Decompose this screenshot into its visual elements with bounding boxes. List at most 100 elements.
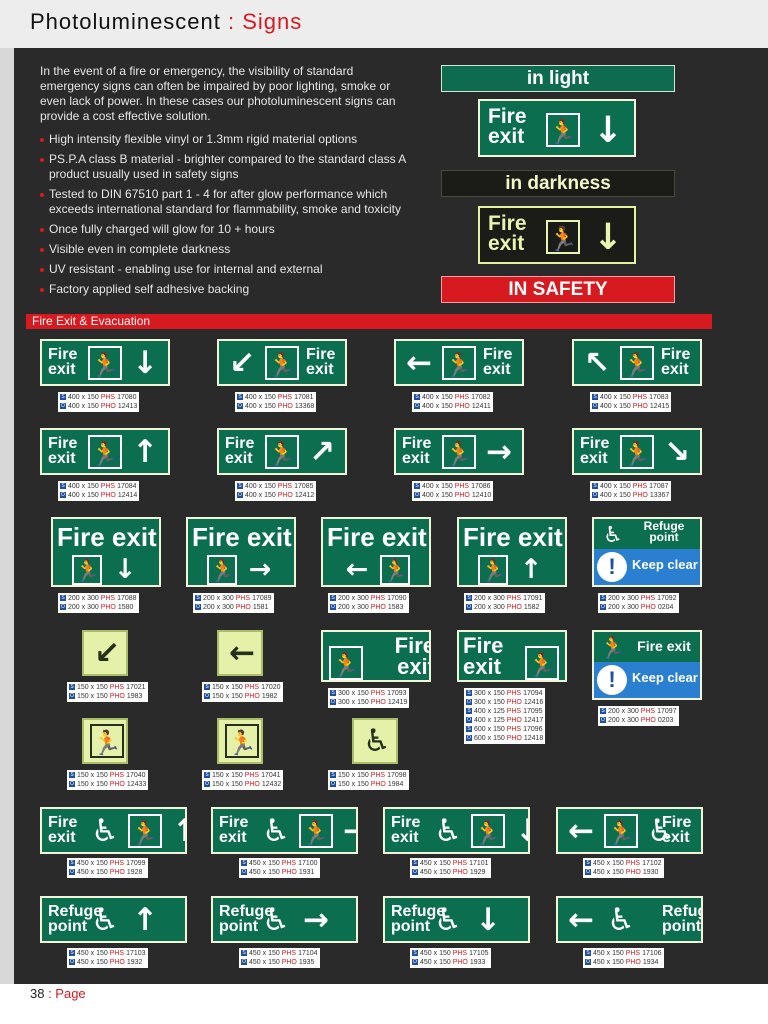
feature-item: UV resistant - enabling use for internal… bbox=[40, 262, 410, 277]
material-type: PHO bbox=[625, 869, 641, 876]
product-code: 17106 bbox=[642, 950, 662, 957]
product-code: 17021 bbox=[126, 684, 146, 691]
product-size: 450 x 150 bbox=[593, 959, 624, 966]
product-code: 12432 bbox=[261, 781, 282, 788]
product-size: 400 x 150 bbox=[600, 403, 631, 410]
material-type-icon: O bbox=[466, 717, 472, 724]
material-type-icon: S bbox=[592, 394, 598, 401]
running-man-icon: 🏃 bbox=[329, 646, 363, 680]
wheelchair-icon: ♿ bbox=[262, 902, 290, 938]
fire-exit-sign: Refuge point♿↓ bbox=[383, 896, 530, 943]
product-size: 150 x 150 bbox=[212, 772, 243, 779]
product-code: 12411 bbox=[471, 403, 491, 410]
arrow-up-left-icon: ↖ bbox=[584, 345, 610, 381]
page-title: Photoluminescent : Signs bbox=[30, 9, 302, 35]
feature-item: Tested to DIN 67510 part 1 - 4 for after… bbox=[40, 187, 410, 217]
product-size: 150 x 150 bbox=[77, 693, 108, 700]
wheelchair-icon: ♿ bbox=[434, 813, 462, 849]
product-code: 1932 bbox=[126, 959, 143, 966]
product-code: 17083 bbox=[649, 394, 669, 401]
material-type: PHO bbox=[506, 735, 522, 742]
fire-exit-sign: Refuge point♿→ bbox=[211, 896, 358, 943]
product-code: 1581 bbox=[252, 604, 269, 611]
running-man-icon: 🏃 bbox=[88, 346, 122, 380]
material-type-icon: S bbox=[414, 483, 420, 490]
fire-exit-sign: Fire exit🏃→ bbox=[394, 428, 524, 475]
material-type-icon: O bbox=[592, 492, 598, 499]
material-type: PHS bbox=[452, 950, 468, 957]
fire-exit-sign: Fire exit🏃↑ bbox=[457, 517, 567, 587]
fire-exit-sign: ←Fire exit🏃♿ bbox=[556, 807, 703, 854]
product-code: 17080 bbox=[117, 394, 137, 401]
material-type-icon: O bbox=[237, 403, 243, 410]
fire-exit-sign: Fire exit🏃↓ bbox=[51, 517, 161, 587]
fire-exit-sign: Fire exit←🏃 bbox=[321, 517, 431, 587]
material-type-icon: O bbox=[466, 699, 472, 706]
wheelchair-icon: ♿ bbox=[607, 902, 635, 938]
product-size: 450 x 150 bbox=[420, 959, 451, 966]
sign-bottom-panel: !Keep clear bbox=[594, 549, 700, 585]
product-code: 17102 bbox=[642, 860, 662, 867]
material-type: PHO bbox=[277, 492, 293, 499]
sign-text: Fire exit bbox=[306, 346, 336, 379]
product-code: 17087 bbox=[649, 483, 669, 490]
sign-text: Fire exit bbox=[192, 522, 292, 552]
product-code: 17098 bbox=[387, 772, 407, 779]
material-type: PHS bbox=[454, 394, 470, 401]
arrow-down-left-icon: ↙ bbox=[229, 345, 255, 381]
running-man-icon: 🏃 bbox=[478, 555, 508, 585]
material-type-icon: O bbox=[60, 492, 66, 499]
running-man-icon: 🏃 bbox=[128, 814, 162, 848]
material-type-icon: O bbox=[600, 717, 606, 724]
material-type-icon: S bbox=[585, 950, 591, 957]
product-size: 450 x 150 bbox=[420, 869, 451, 876]
product-code: 1928 bbox=[126, 869, 143, 876]
product-code: 12412 bbox=[294, 492, 315, 499]
product-code: 17089 bbox=[252, 595, 272, 602]
product-code: 17085 bbox=[294, 483, 314, 490]
product-code: 17082 bbox=[471, 394, 491, 401]
product-size: 600 x 150 bbox=[474, 726, 505, 733]
feature-item: Visible even in complete darkness bbox=[40, 242, 410, 257]
product-size: 150 x 150 bbox=[212, 781, 243, 788]
product-size: 400 x 150 bbox=[68, 403, 99, 410]
arrow-down-icon: ↓ bbox=[475, 902, 501, 938]
product-size: 400 x 150 bbox=[68, 492, 99, 499]
sign-subtext: Keep clear bbox=[632, 670, 698, 685]
running-man-icon: 🏃 bbox=[380, 555, 410, 585]
material-type-icon: S bbox=[592, 483, 598, 490]
product-size: 400 x 150 bbox=[422, 492, 453, 499]
product-size: 150 x 150 bbox=[77, 781, 108, 788]
fire-exit-sign: ♿Refuge point!Keep clear bbox=[592, 517, 702, 587]
running-man-icon: 🏃 bbox=[620, 435, 654, 469]
material-type: PHO bbox=[454, 403, 470, 410]
sign-text: Fire exit bbox=[48, 435, 78, 468]
product-code: 13367 bbox=[649, 492, 670, 499]
material-type-icon: S bbox=[204, 772, 210, 779]
material-type-icon: O bbox=[414, 403, 420, 410]
product-code: 17081 bbox=[294, 394, 314, 401]
product-code: 17095 bbox=[523, 708, 543, 715]
product-code: 12413 bbox=[117, 403, 138, 410]
running-man-icon: 🏃 bbox=[207, 555, 237, 585]
product-code: 12419 bbox=[387, 699, 408, 706]
